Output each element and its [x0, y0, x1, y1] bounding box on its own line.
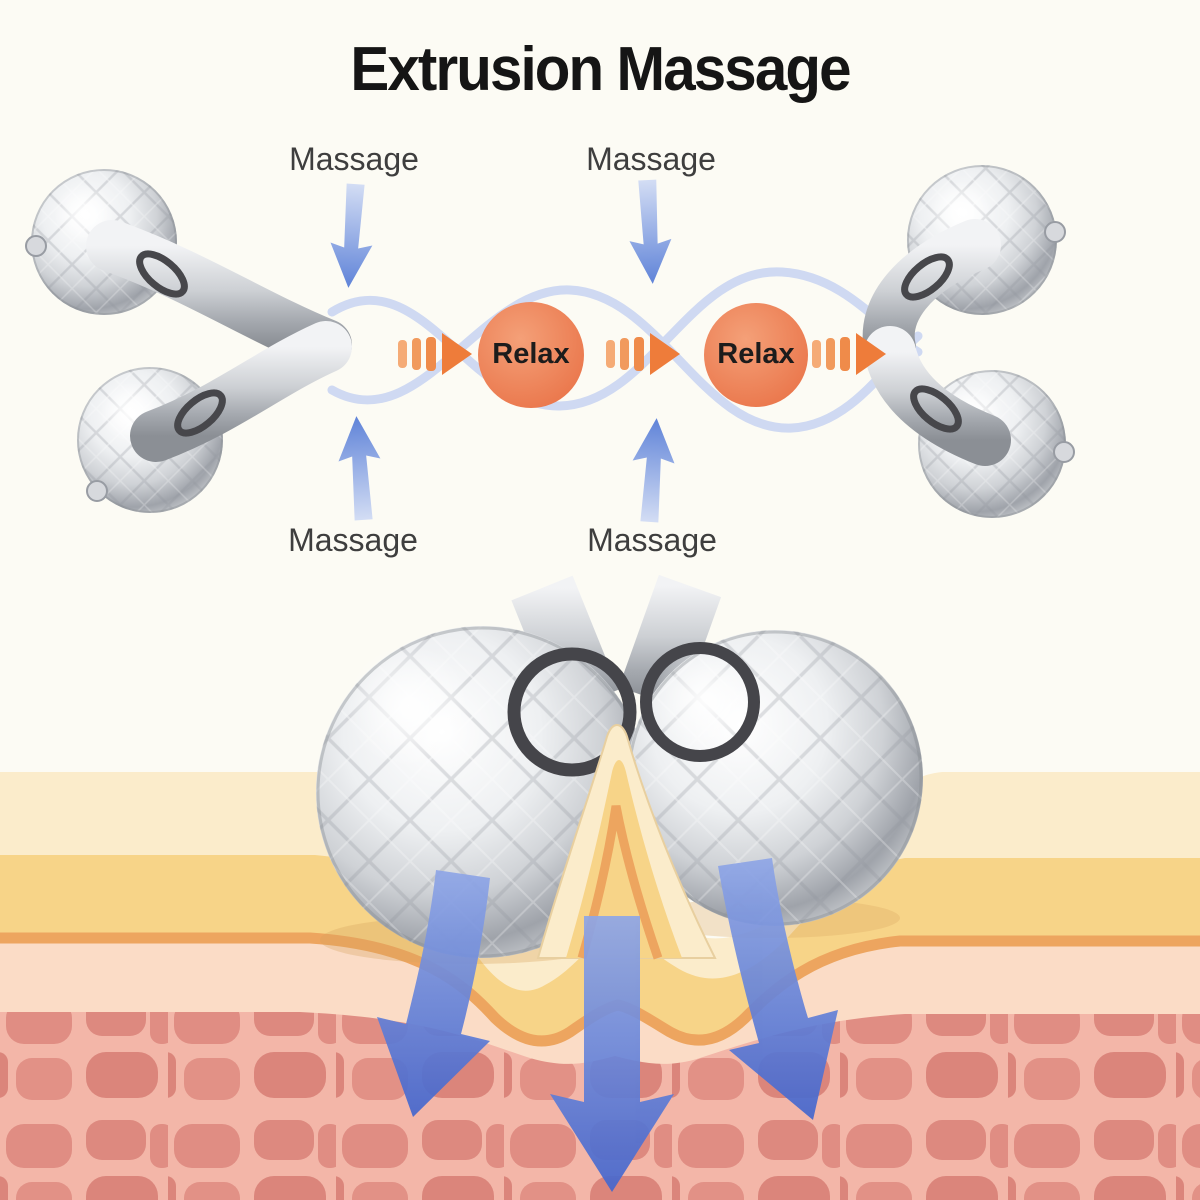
arrow-down-left-icon: [377, 870, 490, 1117]
bearing-ring-icon: [910, 385, 962, 433]
right-roller: [862, 165, 1075, 518]
arrow-down-icon: [626, 178, 674, 286]
arrow-down-icon: [550, 916, 674, 1192]
arrow-up-icon: [335, 414, 385, 522]
label-relax-right: Relax: [717, 338, 795, 370]
arrow-up-icon: [628, 416, 678, 524]
relax-flow: [398, 302, 886, 408]
arrow-down-icon: [327, 182, 377, 290]
bearing-ring-icon: [640, 642, 760, 762]
arrow-down-right-icon: [718, 858, 838, 1120]
left-roller: [25, 169, 352, 513]
label-massage-top-right: Massage: [586, 141, 716, 177]
relax-circle-right: [704, 303, 808, 407]
bump-boundary-line: [577, 805, 663, 960]
label-massage-top-left: Massage: [289, 141, 419, 177]
page-title: Extrusion Massage: [350, 35, 851, 104]
bearing-ring-icon: [174, 389, 226, 437]
pressure-arrows: [377, 858, 838, 1192]
bearing-ring-icon: [901, 253, 953, 301]
wave-line-icon: [327, 267, 923, 411]
skin-bump: [536, 724, 717, 960]
flow-waves: [327, 267, 923, 433]
bearing-ring-icon: [507, 647, 637, 777]
label-relax-left: Relax: [492, 338, 570, 370]
relax-circle-left: [478, 302, 584, 408]
label-massage-bottom-left: Massage: [288, 522, 418, 558]
label-massage-bottom-right: Massage: [587, 522, 717, 558]
bearing-ring-icon: [136, 250, 188, 298]
wave-line-icon: [327, 285, 923, 433]
